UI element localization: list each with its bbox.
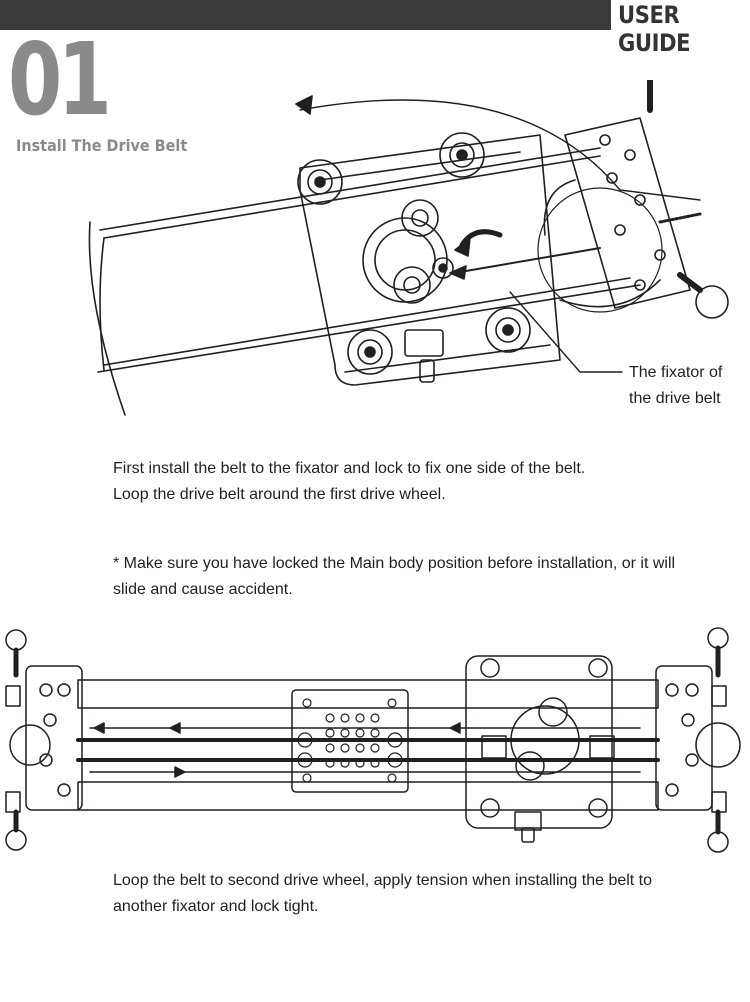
instruction-line: Loop the drive belt around the first dri…: [113, 486, 446, 503]
warning-line: slide and cause accident.: [113, 581, 293, 598]
instruction-line: another fixator and lock tight.: [113, 898, 319, 915]
step-title: Install The Drive Belt: [16, 136, 188, 155]
callout-line: the drive belt: [629, 390, 721, 407]
fixator-callout: The fixator of the drive belt: [629, 360, 722, 412]
final-instruction-paragraph: Loop the belt to second drive wheel, app…: [113, 868, 652, 920]
warning-paragraph: * Make sure you have locked the Main bod…: [113, 551, 675, 603]
callout-line: The fixator of: [629, 364, 723, 381]
header-bar: [0, 0, 611, 30]
instruction-line: First install the belt to the fixator an…: [113, 460, 586, 477]
step-number: 01: [8, 21, 112, 138]
belt-install-illustration: [88, 80, 729, 416]
instruction-line: Loop the belt to second drive wheel, app…: [113, 872, 653, 889]
full-slider-illustration: [5, 627, 741, 853]
instruction-paragraph: First install the belt to the fixator an…: [113, 456, 585, 508]
page-header-title: USER GUIDE: [618, 1, 691, 57]
warning-line: * Make sure you have locked the Main bod…: [113, 555, 676, 572]
